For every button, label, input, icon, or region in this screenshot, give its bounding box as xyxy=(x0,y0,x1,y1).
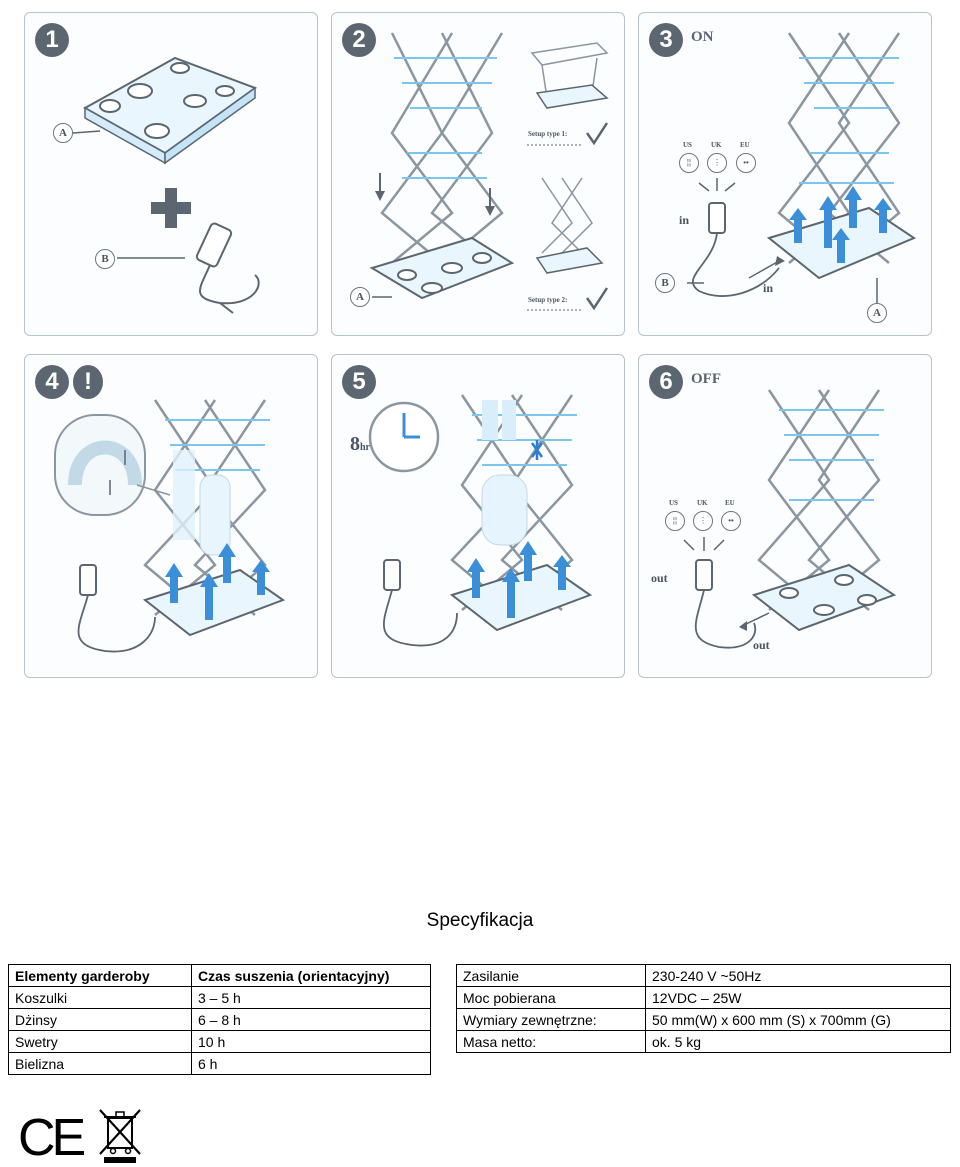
step-number-badge: 2 xyxy=(342,23,376,57)
timer-value: 8 xyxy=(350,433,360,455)
uk-socket-icon: ⋮ xyxy=(707,153,727,173)
param-name-cell: Zasilanie xyxy=(456,964,646,987)
step-6-panel: 6 OFF US UK EU ¦¦ ⋮ •• out out xyxy=(638,354,932,678)
plug-us-label: US xyxy=(683,141,692,149)
plug-uk-label: UK xyxy=(697,499,708,507)
plug-us-label: US xyxy=(669,499,678,507)
power-off-illustration xyxy=(683,389,897,649)
timer-unit: hr xyxy=(360,442,370,453)
table-row: Dżinsy 6 – 8 h xyxy=(8,1008,431,1031)
uk-socket-icon: ⋮ xyxy=(693,511,713,531)
spec-title: Specyfikacja xyxy=(426,910,534,931)
weee-bin-icon xyxy=(99,1109,141,1163)
eu-socket-icon: •• xyxy=(736,153,756,173)
param-value-cell: 230-240 V ~50Hz xyxy=(645,964,951,987)
setup-type-1-label: Setup type 1: xyxy=(528,130,568,138)
in-label-bottom: in xyxy=(763,281,774,295)
table-row: Wymiary zewnętrzne: 50 mm(W) x 600 mm (S… xyxy=(456,1008,951,1031)
garment-cell: Swetry xyxy=(8,1030,192,1053)
plug-uk-label: UK xyxy=(711,141,722,149)
ce-mark-icon: CE xyxy=(18,1109,86,1167)
timer-hours: 8hr xyxy=(350,433,370,456)
step-5-panel: 5 8hr xyxy=(331,354,625,678)
step-number-badge: 1 xyxy=(35,23,69,57)
setup-type-2-label: Setup type 2: xyxy=(528,296,568,304)
us-socket-icon: ¦¦ xyxy=(679,153,699,173)
time-cell: 6 – 8 h xyxy=(191,1008,431,1031)
table-header-row: Elementy garderoby Czas suszenia (orient… xyxy=(8,964,431,987)
garment-cell: Bielizna xyxy=(8,1052,192,1075)
header-cell: Elementy garderoby xyxy=(8,964,192,987)
time-cell: 3 – 5 h xyxy=(191,986,431,1009)
table-row: Moc pobierana 12VDC – 25W xyxy=(456,986,951,1009)
table-row: Zasilanie 230-240 V ~50Hz xyxy=(456,964,951,987)
power-off-label: OFF xyxy=(691,371,721,387)
power-on-illustration xyxy=(687,32,917,303)
in-label-top: in xyxy=(679,213,690,227)
part-a-label: A xyxy=(53,123,73,143)
param-name-cell: Wymiary zewnętrzne: xyxy=(456,1008,646,1031)
step-number-badge: 4 xyxy=(35,365,69,399)
part-a-label: A xyxy=(350,287,370,307)
out-label-top: out xyxy=(651,571,668,585)
step-number-badge: 6 xyxy=(649,365,683,399)
param-name-cell: Moc pobierana xyxy=(456,986,646,1009)
param-value-cell: 12VDC – 25W xyxy=(645,986,951,1009)
eu-socket-icon: •• xyxy=(721,511,741,531)
step-4-panel: 4 ! xyxy=(24,354,318,678)
param-value-cell: 50 mm(W) x 600 mm (S) x 700mm (G) xyxy=(645,1008,951,1031)
step-number-badge: 3 xyxy=(649,23,683,57)
part-b-label: B xyxy=(655,273,675,293)
rack-assembly-illustration xyxy=(369,32,609,311)
time-cell: 10 h xyxy=(191,1030,431,1053)
warning-illustration xyxy=(54,399,286,653)
table-row: Masa netto: ok. 5 kg xyxy=(456,1030,951,1053)
time-cell: 6 h xyxy=(191,1052,431,1075)
part-a-label: A xyxy=(867,303,887,323)
plug-eu-label: EU xyxy=(740,141,750,149)
param-name-cell: Masa netto: xyxy=(456,1030,646,1053)
base-unit-illustration xyxy=(72,56,260,314)
technical-params-table: Zasilanie 230-240 V ~50Hz Moc pobierana … xyxy=(456,964,951,1053)
header-cell: Czas suszenia (orientacyjny) xyxy=(191,964,431,987)
plug-eu-label: EU xyxy=(725,499,735,507)
param-value-cell: ok. 5 kg xyxy=(645,1030,951,1053)
part-b-label: B xyxy=(95,249,115,269)
drying-time-table: Elementy garderoby Czas suszenia (orient… xyxy=(8,964,431,1075)
power-on-label: ON xyxy=(691,29,714,45)
drying-timer-illustration xyxy=(368,394,593,647)
warning-icon: ! xyxy=(73,365,103,399)
step-2-panel: 2 A Setup type 1: Setup type 2: xyxy=(331,12,625,336)
garment-cell: Koszulki xyxy=(8,986,192,1009)
garment-cell: Dżinsy xyxy=(8,1008,192,1031)
step-1-panel: 1 A B xyxy=(24,12,318,336)
us-socket-icon: ¦¦ xyxy=(665,511,685,531)
step-number-badge: 5 xyxy=(342,365,376,399)
step-3-panel: 3 ON US UK EU ¦¦ ⋮ •• in in B A xyxy=(638,12,932,336)
out-label-bottom: out xyxy=(753,638,770,652)
table-row: Swetry 10 h xyxy=(8,1030,431,1053)
table-row: Koszulki 3 – 5 h xyxy=(8,986,431,1009)
table-row: Bielizna 6 h xyxy=(8,1052,431,1075)
